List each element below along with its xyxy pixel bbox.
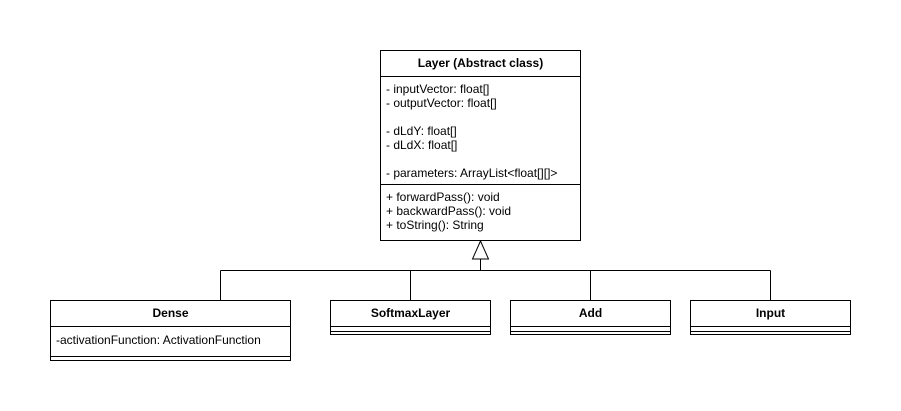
methods-section (331, 332, 490, 334)
attribute: -activationFunction: ActivationFunction (56, 333, 261, 347)
attribute: - inputVector: float[] (386, 82, 490, 96)
attribute: - parameters: ArrayList<float[][]> (386, 166, 558, 180)
inheritance-arrowhead (471, 239, 490, 260)
class-dense: Dense -activationFunction: ActivationFun… (50, 300, 291, 361)
methods-section: + forwardPass(): void + backwardPass(): … (381, 185, 580, 232)
methods-section (51, 357, 290, 360)
class-name: SoftmaxLayer (331, 301, 490, 327)
attribute: - outputVector: float[] (386, 96, 497, 110)
attributes-section (331, 327, 490, 332)
class-softmaxlayer: SoftmaxLayer (330, 300, 491, 335)
attribute-spacer (386, 110, 575, 124)
class-name: Dense (51, 301, 290, 327)
attribute: - dLdX: float[] (386, 138, 458, 152)
attributes-section: -activationFunction: ActivationFunction (51, 327, 290, 357)
attribute: - dLdY: float[] (386, 124, 457, 138)
class-name: Input (691, 301, 850, 327)
methods-section (511, 332, 670, 334)
class-name: Add (511, 301, 670, 327)
class-input: Input (690, 300, 851, 335)
attributes-section (511, 327, 670, 332)
class-name: Layer (Abstract class) (381, 51, 580, 77)
attributes-section: - inputVector: float[] - outputVector: f… (381, 77, 580, 185)
method: + toString(): String (386, 218, 484, 232)
attributes-section (691, 327, 850, 332)
class-layer: Layer (Abstract class) - inputVector: fl… (380, 50, 581, 241)
class-add: Add (510, 300, 671, 335)
methods-section (691, 332, 850, 334)
method: + backwardPass(): void (386, 204, 512, 218)
method: + forwardPass(): void (386, 190, 500, 204)
attribute-spacer (386, 152, 575, 166)
